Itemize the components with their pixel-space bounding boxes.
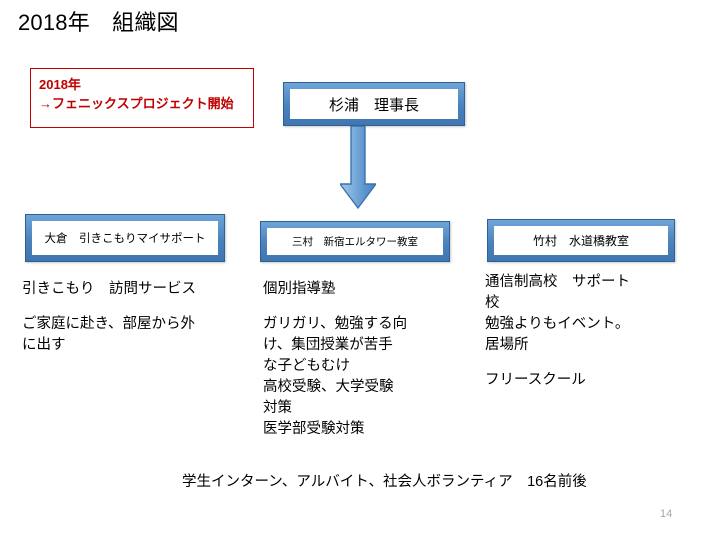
department-description-2: 個別指導塾 ガリガリ、勉強する向 け、集団授業が苦手 な子どもむけ 高校受験、大… [263,279,443,440]
department-box-1-inner: 大倉 引きこもりマイサポート [32,221,218,255]
department-box-2-inner: 三村 新宿エルタワー教室 [267,228,443,255]
department-box-2-label: 三村 新宿エルタワー教室 [292,236,418,248]
department-box-3-inner: 竹村 水道橋教室 [494,226,668,255]
chairman-box-inner: 杉浦 理事長 [290,89,458,119]
page-title: 2018年 組織図 [18,10,179,35]
department-heading-2: 個別指導塾 [263,281,336,297]
department-detail-3-a: 勉強よりもイベント。 居場所 [485,316,630,353]
department-box-3[interactable]: 竹村 水道橋教室 [487,219,675,262]
chairman-box[interactable]: 杉浦 理事長 [283,82,465,126]
chairman-label: 杉浦 理事長 [328,96,419,114]
department-detail-2-a: ガリガリ、勉強する向 け、集団授業が苦手 な子どもむけ 高校受験、大学受験 対策… [263,316,408,437]
department-heading-3: 通信制高校 サポート 校 [485,274,630,311]
department-description-1: 引きこもり 訪問サービス ご家庭に赴き、部屋から外 に出す [22,279,244,356]
department-box-3-label: 竹村 水道橋教室 [532,234,629,248]
page-number: 14 [660,508,673,520]
department-box-2[interactable]: 三村 新宿エルタワー教室 [260,221,450,262]
phoenix-project-note: 2018年 →フェニックスプロジェクト開始 [30,68,254,128]
department-box-1-label: 大倉 引きこもりマイサポート [44,233,206,245]
spacer [485,356,675,370]
department-detail-1-a: ご家庭に赴き、部屋から外 に出す [22,316,195,353]
department-box-1[interactable]: 大倉 引きこもりマイサポート [25,214,225,262]
spacer [263,300,443,314]
spacer [22,300,244,314]
department-detail-3-b: フリースクール [485,372,586,388]
note-line-project: →フェニックスプロジェクト開始 [39,96,234,111]
volunteer-footer-note: 学生インターン、アルバイト、社会人ボランティア 16名前後 [182,474,587,490]
note-line-year: 2018年 [39,77,81,92]
down-arrow-icon [340,126,376,210]
department-heading-1: 引きこもり 訪問サービス [22,281,196,297]
department-description-3: 通信制高校 サポート 校 勉強よりもイベント。 居場所 フリースクール [485,272,675,391]
